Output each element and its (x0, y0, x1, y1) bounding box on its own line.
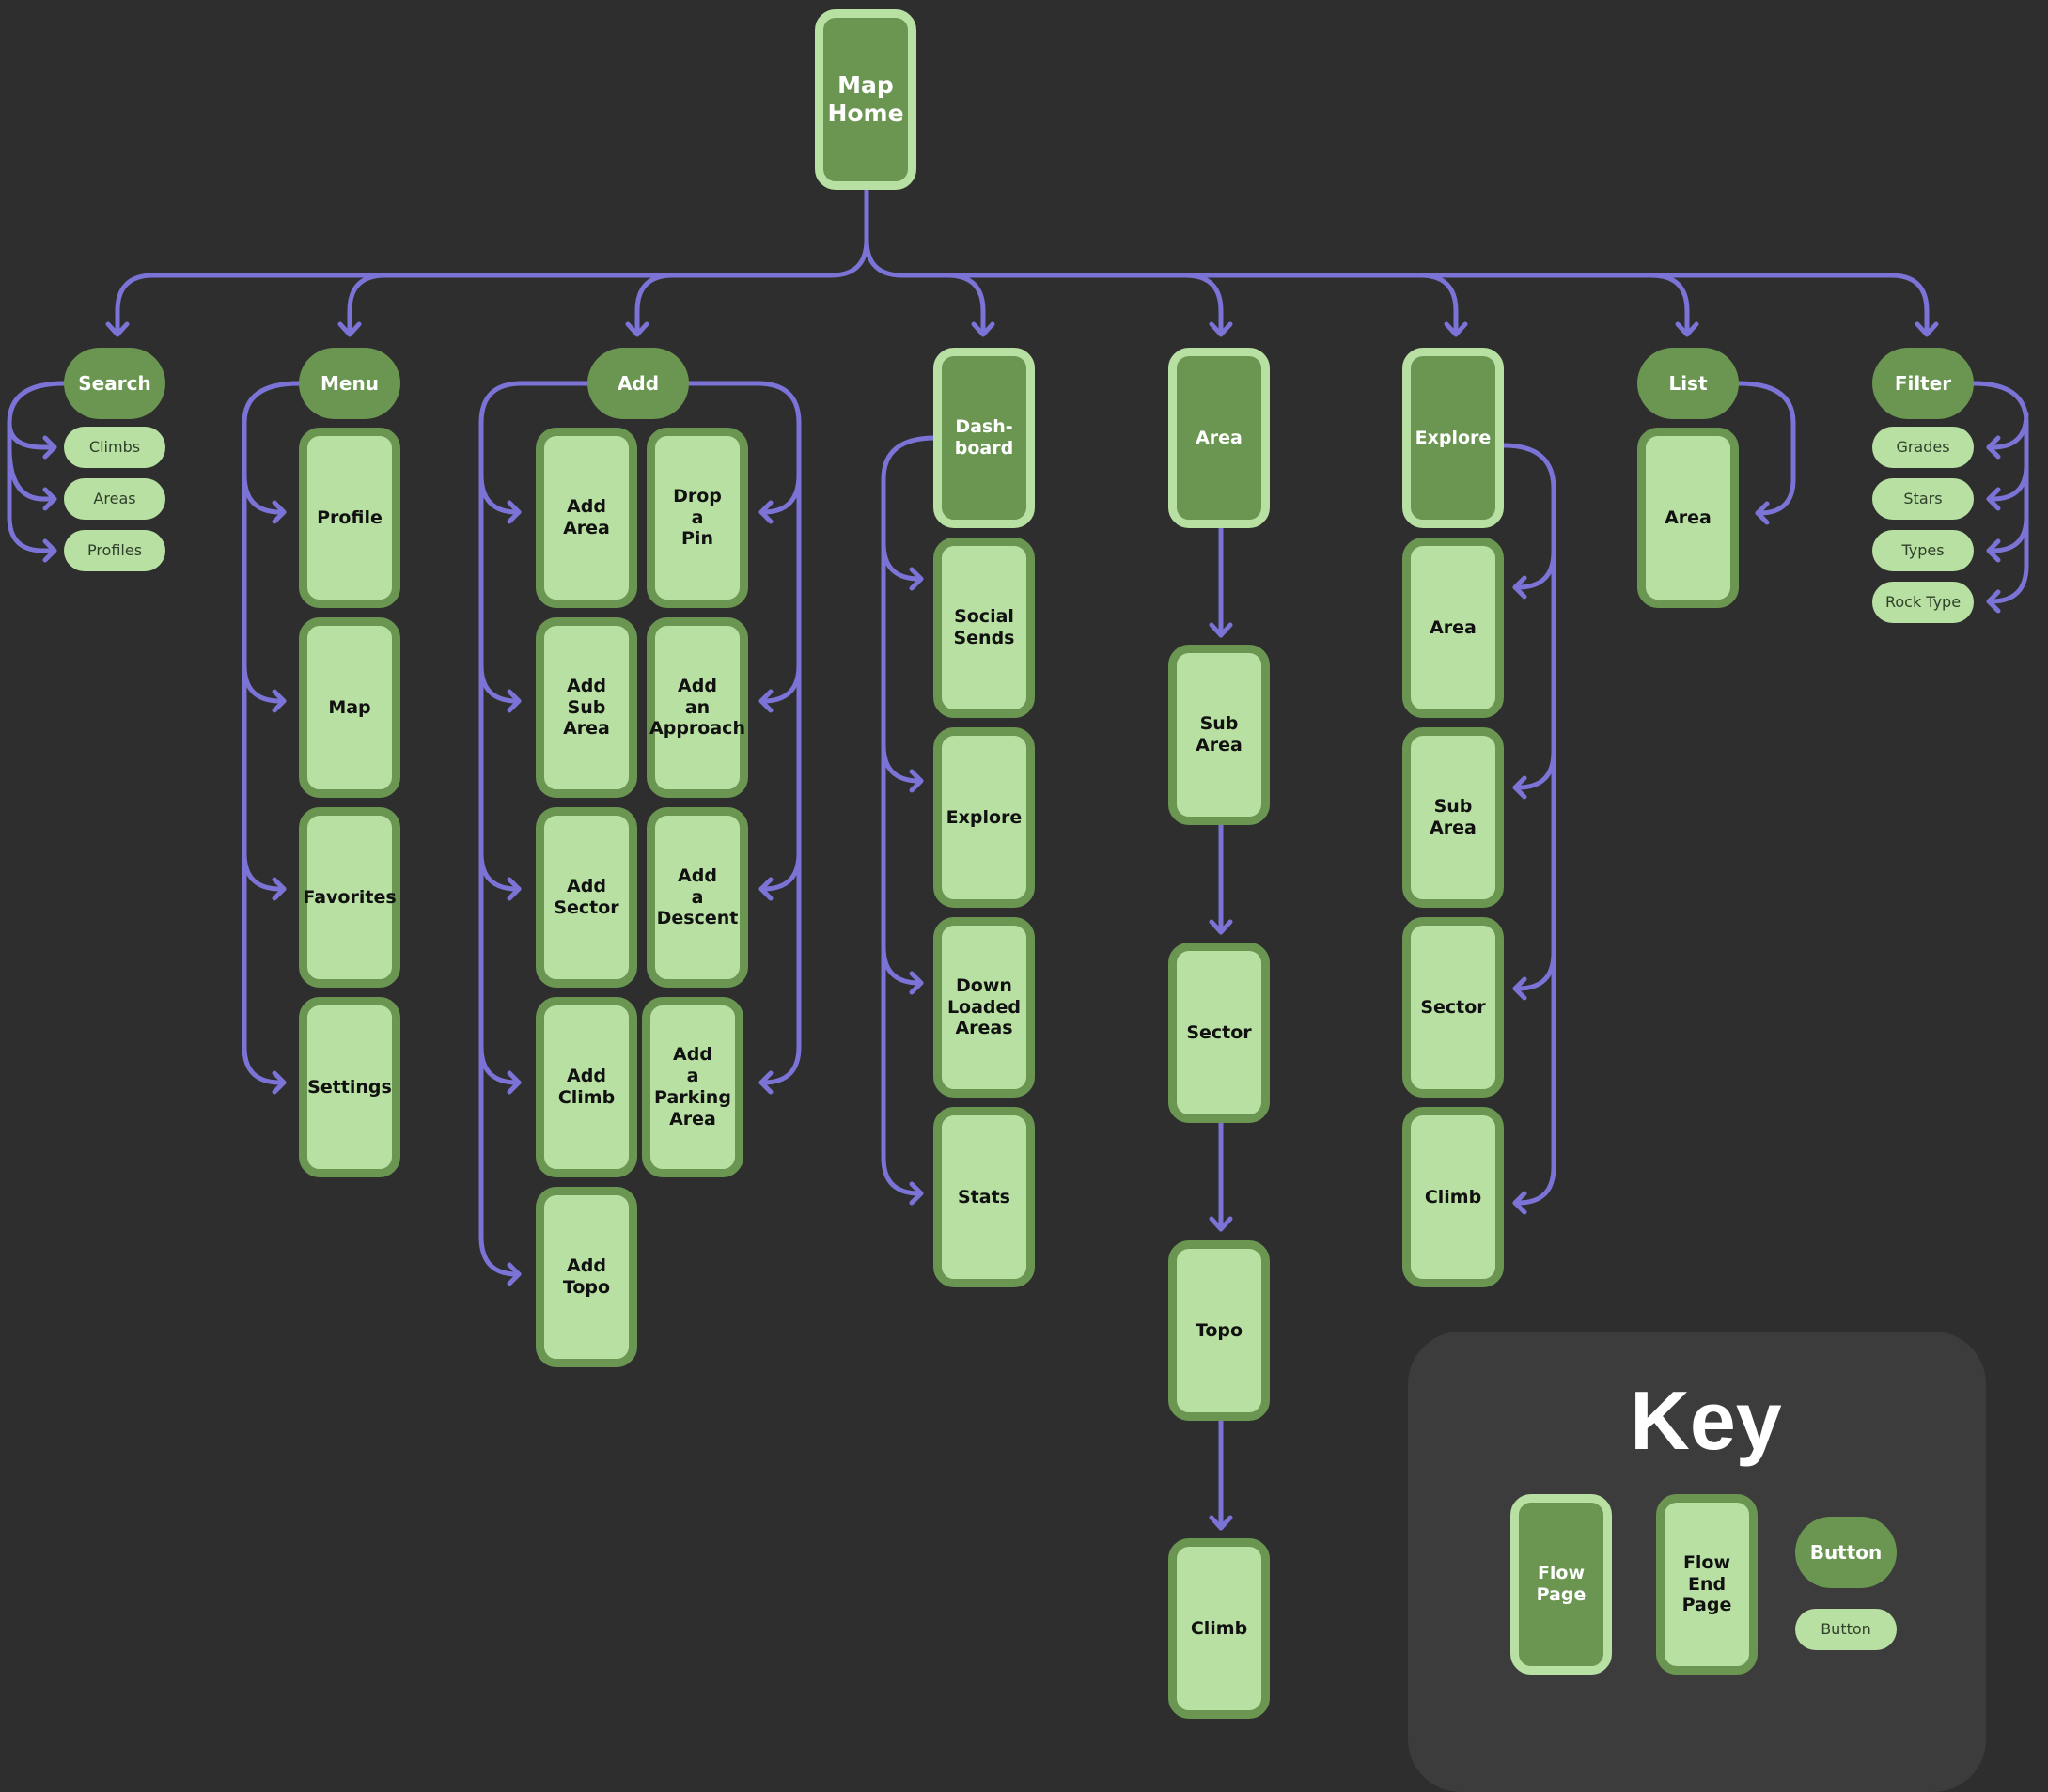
key-flow-end-page: Flow End Page (1656, 1494, 1758, 1675)
flow-end-page-social-sends[interactable]: Social Sends (933, 538, 1035, 718)
flow-end-page-explore-climb[interactable]: Climb (1402, 1107, 1504, 1287)
flow-end-page-downloaded-areas[interactable]: Down Loaded Areas (933, 917, 1035, 1098)
drop-add (634, 273, 676, 336)
flow-end-page-list-area[interactable]: Area (1637, 428, 1739, 608)
flow-end-page-add-area[interactable]: Add Area (536, 428, 637, 608)
flow-end-page-climb[interactable]: Climb (1168, 1538, 1270, 1719)
search-connector (7, 381, 67, 553)
flow-end-page-sector[interactable]: Sector (1168, 943, 1270, 1123)
drop-explore (1417, 273, 1459, 336)
filter-option-types[interactable]: Types (1872, 530, 1974, 571)
drop-dashboard (945, 273, 986, 336)
drop-area (1182, 273, 1224, 336)
flow-end-page-stats[interactable]: Stats (933, 1107, 1035, 1287)
filter-connector (1971, 381, 2029, 604)
flow-end-page-add-sector[interactable]: Add Sector (536, 807, 637, 988)
flow-end-page-explore-sector[interactable]: Sector (1402, 917, 1504, 1098)
flow-end-page-explore-area[interactable]: Area (1402, 538, 1504, 718)
add-connector-left (478, 381, 590, 1277)
flow-end-page-favorites[interactable]: Favorites (299, 807, 400, 988)
flow-end-page-explore-sub-area[interactable]: Sub Area (1402, 727, 1504, 908)
flow-end-page-drop-a-pin[interactable]: Drop a Pin (647, 428, 748, 608)
flow-end-page-add-a-descent[interactable]: Add a Descent (647, 807, 748, 988)
flow-end-page-add-an-approach[interactable]: Add an Approach (647, 617, 748, 798)
flow-page-map-home[interactable]: Map Home (815, 9, 916, 190)
dashboard-connector (881, 435, 938, 1196)
root-bus-right (864, 237, 1930, 336)
flow-end-page-settings[interactable]: Settings (299, 997, 400, 1177)
list-connector (1736, 381, 1796, 516)
add-button[interactable]: Add (587, 348, 689, 419)
key-button-secondary: Button (1795, 1609, 1897, 1650)
key-button-primary: Button (1795, 1517, 1897, 1588)
flow-end-page-map[interactable]: Map (299, 617, 400, 798)
filter-option-rock-type[interactable]: Rock Type (1872, 582, 1974, 623)
key-title: Key (1630, 1374, 1782, 1467)
flow-page-dashboard[interactable]: Dash- board (933, 348, 1035, 528)
flow-end-page-profile[interactable]: Profile (299, 428, 400, 608)
list-button[interactable]: List (1637, 348, 1739, 419)
filter-option-grades[interactable]: Grades (1872, 427, 1974, 468)
root-arrowheads (105, 321, 1939, 337)
menu-connector (242, 381, 302, 1085)
key-flow-page: Flow Page (1510, 1494, 1612, 1675)
flow-end-page-add-climb[interactable]: Add Climb (536, 997, 637, 1177)
flow-end-page-explore[interactable]: Explore (933, 727, 1035, 908)
search-option-areas[interactable]: Areas (64, 478, 165, 520)
search-option-profiles[interactable]: Profiles (64, 530, 165, 571)
menu-button[interactable]: Menu (299, 348, 400, 419)
search-button[interactable]: Search (64, 348, 165, 419)
drop-menu (347, 273, 388, 336)
flow-end-page-add-topo[interactable]: Add Topo (536, 1187, 637, 1367)
flow-page-explore[interactable]: Explore (1402, 348, 1504, 528)
root-trunk (115, 188, 869, 336)
filter-option-stars[interactable]: Stars (1872, 478, 1974, 520)
explore-connector (1501, 443, 1556, 1206)
flow-end-page-sub-area[interactable]: Sub Area (1168, 645, 1270, 825)
flow-page-area[interactable]: Area (1168, 348, 1270, 528)
flow-end-page-add-a-parking-area[interactable]: Add a Parking Area (642, 997, 743, 1177)
add-connector-right (686, 381, 802, 1085)
flow-end-page-topo[interactable]: Topo (1168, 1240, 1270, 1421)
flow-end-page-add-sub-area[interactable]: Add Sub Area (536, 617, 637, 798)
filter-button[interactable]: Filter (1872, 348, 1974, 419)
drop-list (1649, 273, 1690, 336)
search-option-climbs[interactable]: Climbs (64, 427, 165, 468)
